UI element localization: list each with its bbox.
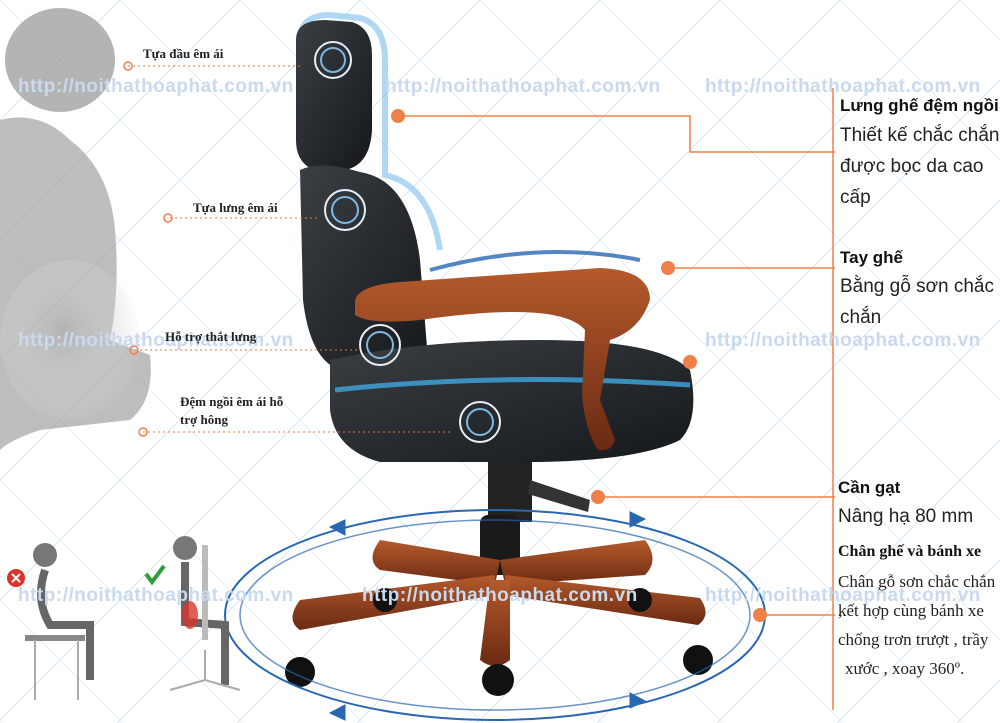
- left-leader-dots: [123, 61, 173, 437]
- watermark: http://noithathoaphat.com.vn: [385, 76, 661, 97]
- armrest: [355, 268, 650, 451]
- good-posture-icon: [144, 564, 166, 586]
- back-feature-title: Lưng ghế đệm ngồi: [840, 96, 999, 115]
- wooden-base: [292, 540, 706, 666]
- bad-posture-icon: [7, 569, 25, 587]
- left-leader-lines: [128, 65, 450, 433]
- right-connectors: [398, 88, 835, 710]
- base-feature-line2: kết hợp cùng bánh xe: [838, 601, 984, 620]
- good-posture-illustration: [169, 536, 241, 691]
- base-feature-line1: Chân gỗ sơn chắc chắn ,: [838, 572, 996, 620]
- seat-cushion-label-line2: trợ hông: [180, 412, 229, 427]
- backrest-label: Tựa lưng êm ái: [193, 200, 278, 215]
- watermark: http://noithathoaphat.com.vn: [705, 76, 981, 97]
- back-feature-line3: cấp: [840, 187, 871, 208]
- casters: [285, 588, 713, 696]
- back-feature-line1: Thiết kế chắc chắn: [840, 125, 1000, 146]
- bad-posture-illustration: [25, 543, 94, 700]
- armrest-feature-title: Tay ghế: [840, 248, 903, 267]
- lever-feature-line1: Nâng hạ 80 mm: [838, 506, 974, 527]
- base-feature-title: Chân ghế và bánh xe: [838, 543, 982, 560]
- watermark: http://noithathoaphat.com.vn: [362, 585, 638, 606]
- armrest-feature-line2: chắn: [840, 307, 882, 328]
- lumbar-support-label: Hỗ trợ thắt lưng: [165, 329, 257, 344]
- human-silhouette: [0, 8, 151, 450]
- right-connector-dots: [391, 109, 767, 622]
- seat-cushion-label-line1: Đệm ngồi êm ái hỗ: [180, 394, 284, 409]
- watermark: http://noithathoaphat.com.vn: [705, 330, 981, 351]
- base-feature-line3: chống trơn trượt , trầy: [838, 630, 989, 649]
- watermark: http://noithathoaphat.com.vn: [18, 76, 294, 97]
- back-feature-line2: được bọc da cao: [840, 156, 984, 177]
- armrest-feature-line1: Bằng gỗ sơn chắc: [840, 276, 995, 297]
- headrest-label: Tựa đầu êm ái: [143, 46, 224, 61]
- watermark: http://noithathoaphat.com.vn: [18, 585, 294, 606]
- seat: [330, 340, 694, 462]
- watermark: http://noithathoaphat.com.vn: [18, 330, 294, 351]
- lever-feature-title: Cần gạt: [838, 478, 901, 497]
- comfort-ring-icons: [314, 41, 501, 443]
- base-feature-line4: xước , xoay 360º.: [845, 659, 965, 678]
- lever: [528, 480, 590, 512]
- watermark: http://noithathoaphat.com.vn: [705, 585, 981, 606]
